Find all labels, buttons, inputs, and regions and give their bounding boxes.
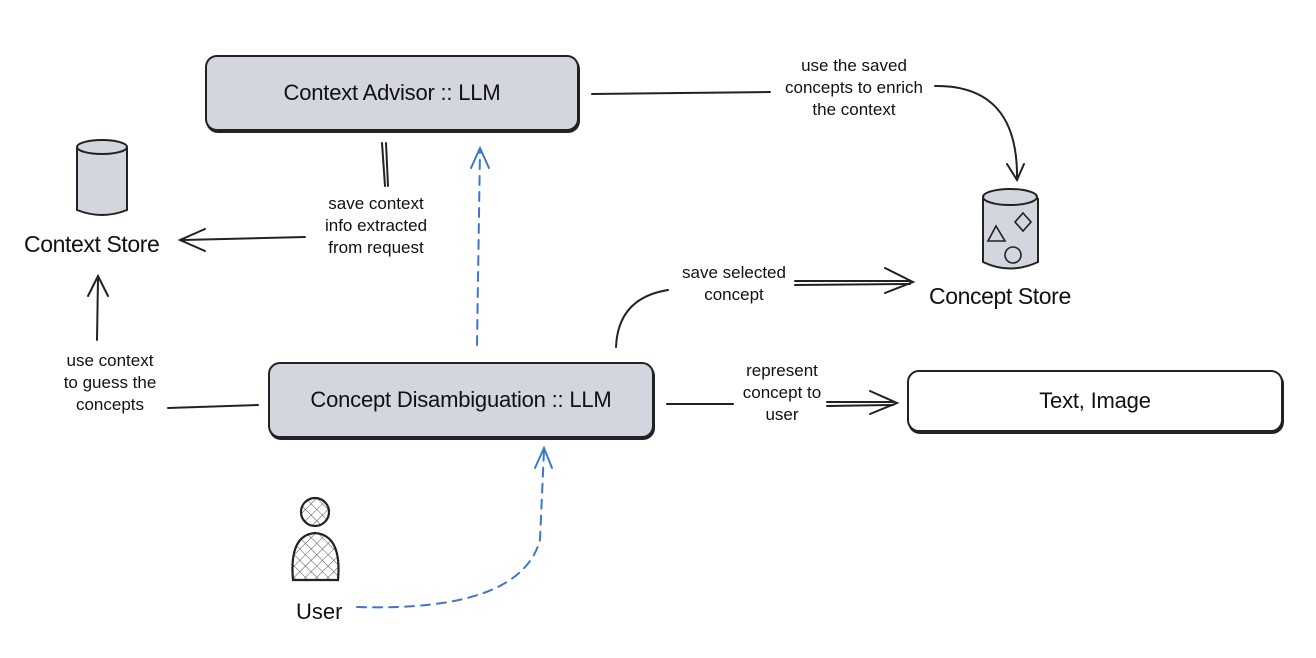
edge-disambig-to-use-context — [167, 404, 259, 409]
context-store-label: Context Store — [24, 231, 160, 257]
arrowhead-context-store-up — [87, 273, 109, 297]
user-icon — [291, 496, 340, 582]
context-store-icon — [76, 139, 128, 216]
text-image-label: Text, Image — [1039, 388, 1151, 413]
concept-disambiguation-node[interactable]: Concept Disambiguation :: LLM — [268, 362, 654, 438]
edge-disambig-to-save-selected — [615, 289, 669, 348]
arrowhead-text-image — [869, 390, 900, 415]
context-advisor-node[interactable]: Context Advisor :: LLM — [205, 55, 579, 131]
edge-use-context-to-context-store — [96, 277, 99, 341]
edge-save-selected-to-concept-store — [794, 280, 911, 286]
text-image-node[interactable]: Text, Image — [907, 370, 1283, 432]
edge-advisor-to-context-store — [381, 142, 389, 187]
arrowhead-advisor-dashed — [470, 145, 490, 169]
edge-disambig-to-advisor-dashed — [476, 149, 481, 346]
use-saved-concepts-label: use the saved concepts to enrich the con… — [785, 56, 923, 119]
arrowhead-concept-store-right — [884, 267, 916, 294]
save-context-label: save context info extracted from request — [324, 194, 428, 257]
use-context-label: use context to guess the concepts — [63, 351, 157, 414]
edge-represent-to-text-image — [826, 401, 894, 407]
represent-concept-label: represent concept to user — [742, 361, 822, 424]
concept-store-icon — [982, 188, 1039, 270]
edge-user-to-disambig-dashed — [356, 449, 545, 609]
edge-advisor-to-concept-store-tail — [934, 84, 1019, 179]
concept-store-label: Concept Store — [929, 283, 1071, 309]
edge-label-to-context-store — [182, 236, 306, 241]
arrowhead-concept-store — [1006, 163, 1025, 183]
edge-advisor-to-concept-store — [591, 91, 771, 95]
user-label: User — [296, 599, 343, 624]
concept-disambiguation-label: Concept Disambiguation :: LLM — [310, 387, 612, 412]
arrowhead-context-store — [177, 228, 206, 252]
save-selected-concept-label: save selected concept — [682, 263, 786, 304]
context-advisor-label: Context Advisor :: LLM — [283, 80, 501, 105]
arrowhead-disambig-dashed — [534, 445, 553, 469]
